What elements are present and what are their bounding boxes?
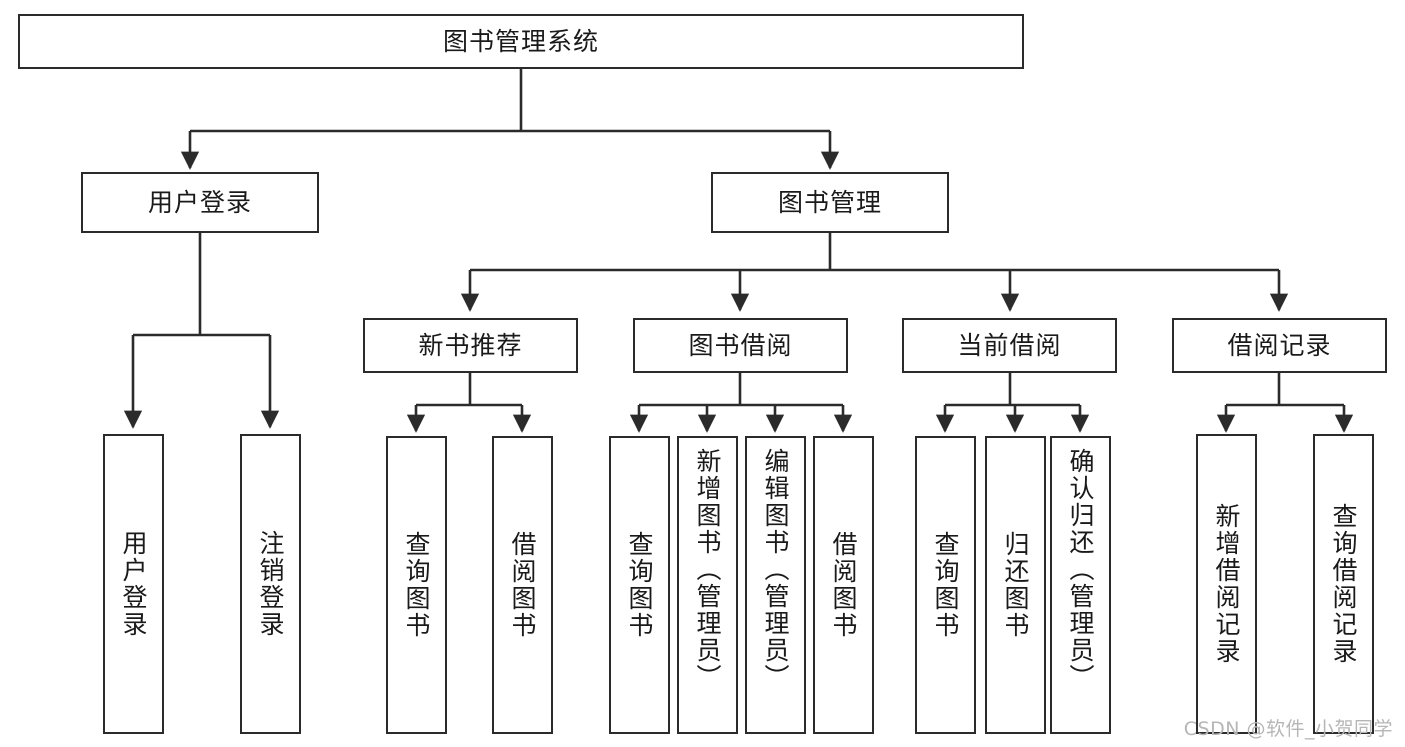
node-root[interactable]: 图书管理系统	[18, 14, 1024, 69]
leaf-book-borrow-2-label: 新增图书（管理员）	[693, 448, 722, 691]
leaf-user-login-2[interactable]: 注销登录	[240, 434, 301, 734]
node-new-book-recommend-label: 新书推荐	[418, 331, 523, 360]
node-borrow-record-label: 借阅记录	[1227, 331, 1332, 360]
leaf-current-borrow-3[interactable]: 确认归还（管理员）	[1050, 436, 1111, 734]
leaf-current-borrow-1[interactable]: 查询图书	[915, 436, 976, 734]
leaf-borrow-record-2-label: 查询借阅记录	[1329, 503, 1358, 665]
leaf-book-borrow-3-label: 编辑图书（管理员）	[761, 448, 790, 691]
node-book-borrow-label: 图书借阅	[688, 331, 793, 360]
leaf-book-borrow-1[interactable]: 查询图书	[609, 436, 670, 734]
leaf-current-borrow-3-label: 确认归还（管理员）	[1066, 448, 1095, 691]
leaf-book-borrow-3[interactable]: 编辑图书（管理员）	[745, 436, 806, 734]
leaf-user-login-1-label: 用户登录	[119, 530, 148, 638]
node-new-book-recommend[interactable]: 新书推荐	[363, 318, 578, 373]
leaf-borrow-record-1[interactable]: 新增借阅记录	[1196, 434, 1257, 734]
node-book-manage[interactable]: 图书管理	[711, 172, 949, 233]
node-user-login[interactable]: 用户登录	[81, 172, 319, 233]
leaf-book-borrow-4[interactable]: 借阅图书	[813, 436, 874, 734]
node-book-manage-label: 图书管理	[777, 188, 882, 217]
leaf-borrow-record-1-label: 新增借阅记录	[1212, 503, 1241, 665]
leaf-user-login-2-label: 注销登录	[256, 530, 285, 638]
node-current-borrow[interactable]: 当前借阅	[902, 318, 1117, 373]
node-current-borrow-label: 当前借阅	[957, 331, 1062, 360]
leaf-new-book-1[interactable]: 查询图书	[386, 436, 447, 734]
node-book-borrow[interactable]: 图书借阅	[633, 318, 848, 373]
leaf-current-borrow-1-label: 查询图书	[931, 531, 960, 639]
leaf-book-borrow-1-label: 查询图书	[625, 531, 654, 639]
leaf-current-borrow-2-label: 归还图书	[1001, 531, 1030, 639]
node-root-label: 图书管理系统	[442, 27, 599, 56]
leaf-book-borrow-2[interactable]: 新增图书（管理员）	[677, 436, 738, 734]
node-user-login-label: 用户登录	[147, 188, 252, 217]
leaf-borrow-record-2[interactable]: 查询借阅记录	[1313, 434, 1374, 734]
leaf-user-login-1[interactable]: 用户登录	[103, 434, 164, 734]
leaf-new-book-2-label: 借阅图书	[508, 531, 537, 639]
leaf-book-borrow-4-label: 借阅图书	[829, 531, 858, 639]
csdn-watermark: CSDN @软件_小贺同学	[1183, 718, 1393, 740]
leaf-new-book-1-label: 查询图书	[402, 531, 431, 639]
leaf-new-book-2[interactable]: 借阅图书	[492, 436, 553, 734]
node-borrow-record[interactable]: 借阅记录	[1172, 318, 1387, 373]
leaf-current-borrow-2[interactable]: 归还图书	[985, 436, 1046, 734]
